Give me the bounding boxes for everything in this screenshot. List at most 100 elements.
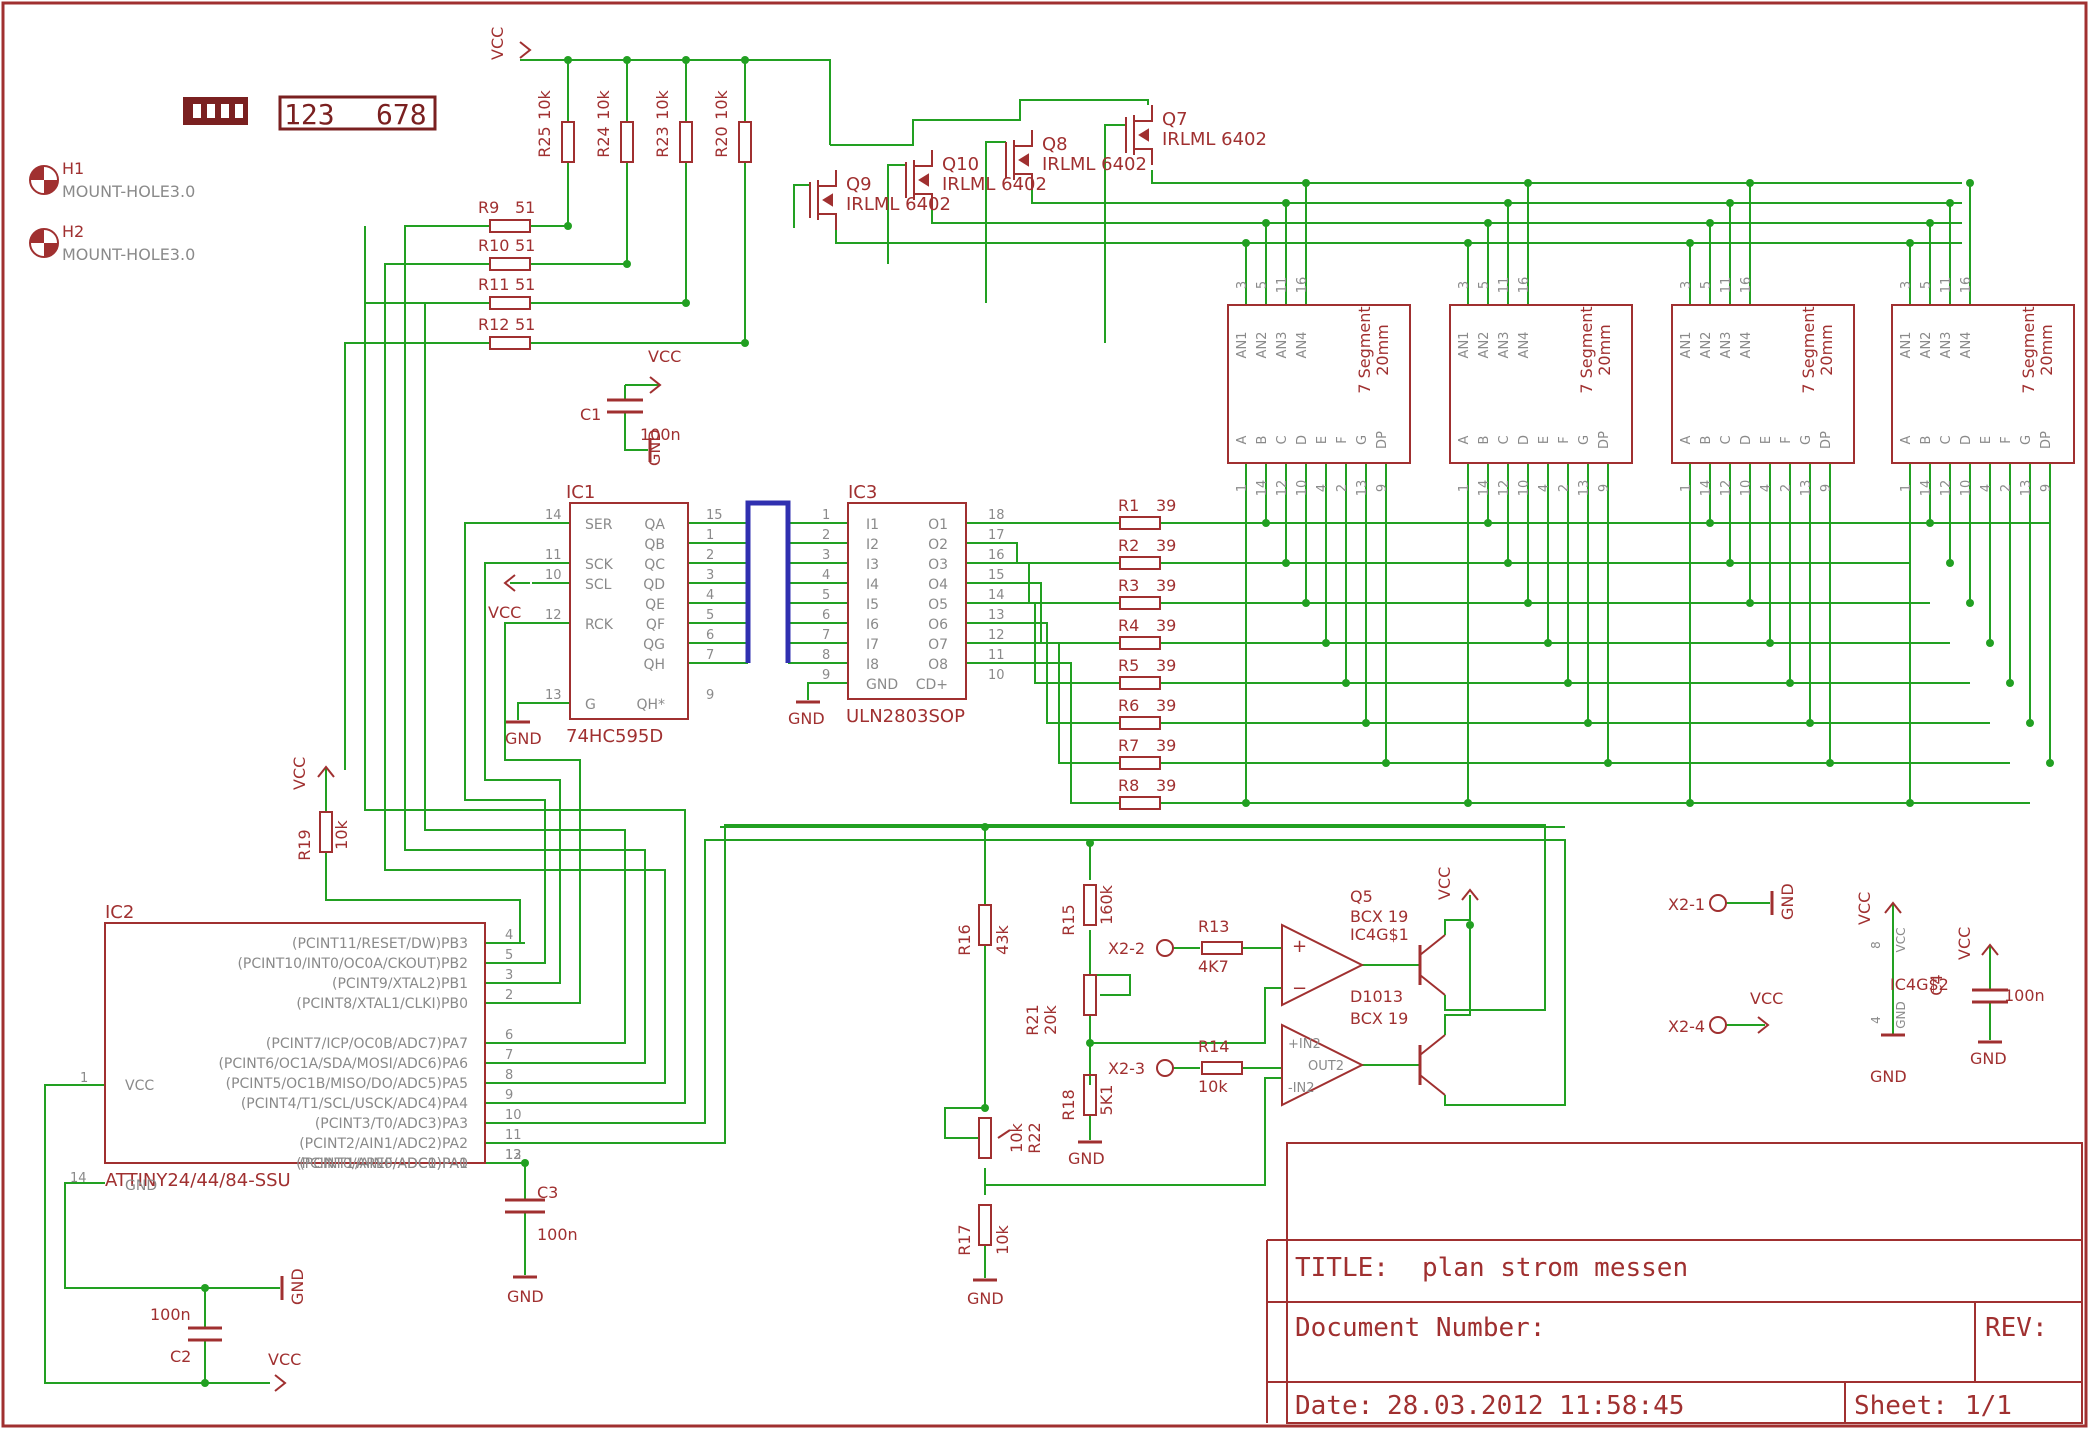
mosfet-value: IRLML 6402 (942, 174, 1047, 195)
junction-dot (981, 1104, 989, 1112)
ic2-pin-number: 5 (505, 948, 513, 963)
segment-pin-name: C (1275, 435, 1290, 444)
segment-pin-name: G (1799, 435, 1814, 445)
segment-resistor-name: R4 (1118, 616, 1139, 635)
ic4-pin-name: GND (1894, 1001, 1908, 1029)
r16-resistor (978, 904, 992, 946)
ic2-pin-number: 6 (505, 1028, 513, 1043)
logo-block (183, 95, 437, 131)
c3-value: 100n (537, 1225, 578, 1244)
r21-pot (1083, 974, 1097, 1016)
gnd-net-label: GND (645, 429, 664, 466)
r13-value: 4K7 (1198, 957, 1229, 976)
anode-bus (1151, 170, 1962, 184)
segment-pin-name: A (1235, 435, 1250, 444)
anode-pin-name: AN2 (1699, 332, 1714, 359)
segment-resistor (1119, 516, 1161, 530)
junction-dot (1806, 719, 1814, 727)
anode-pin-name: AN3 (1497, 332, 1512, 359)
segment-resistor-value: 39 (1156, 736, 1176, 755)
ic3-pin-name: GND (866, 677, 898, 693)
junction-dot (1464, 239, 1472, 247)
ic3-pin-number: 7 (822, 628, 830, 643)
connector-pad-icon (1156, 1059, 1174, 1077)
r22-to-opamp (984, 1077, 1282, 1186)
driver-to-resistor (966, 662, 1120, 804)
mosfet-drain (1014, 173, 1033, 190)
r17-value: 10k (993, 1224, 1012, 1254)
connector-pad-icon (1709, 1016, 1727, 1034)
mosfet-value: IRLML 6402 (1042, 154, 1147, 175)
anode-pin-number: 16 (1517, 277, 1532, 294)
segment-resistor (1119, 596, 1161, 610)
segment-resistor-name: R1 (1118, 496, 1139, 515)
ic2-pin-name: (PCINT0/AREF/ADC0)PA0 (296, 1156, 468, 1172)
driver-to-resistor (966, 542, 1120, 564)
ic1-pin-name: SCK (585, 557, 614, 573)
segment-pin-number: 12 (1275, 480, 1290, 497)
junction-dot (1604, 759, 1612, 767)
segment-pin-name: D (1959, 435, 1974, 445)
segment-pin-name: G (2019, 435, 2034, 445)
segment-pin-name: G (1577, 435, 1592, 445)
junction-dot (1746, 179, 1754, 187)
anode-bus (1031, 190, 1962, 204)
junction-dot (1466, 921, 1474, 929)
anode-pin-name: AN4 (1295, 332, 1310, 359)
vcc-net-label: VCC (268, 1350, 301, 1369)
vcc-net-label: VCC (1750, 989, 1783, 1008)
segment-resistor-value: 39 (1156, 616, 1176, 635)
segment-resistor-value: 39 (1156, 696, 1176, 715)
ic2-pin-number: 3 (505, 968, 513, 983)
segment-pin-number: 10 (1295, 480, 1310, 497)
ic1-pin-name: SER (585, 517, 613, 533)
transistor-leads (1419, 934, 1446, 996)
segment-resistor-value: 39 (1156, 536, 1176, 555)
anode-pin-number: 16 (1739, 277, 1754, 294)
anode-pin-number: 11 (1275, 277, 1290, 294)
ic2-pin-number: 1 (80, 1071, 88, 1086)
ic2-pin-name: (PCINT5/OC1B/MISO/DO/ADC5)PA5 (226, 1076, 468, 1092)
base-drive (364, 302, 490, 790)
segment-pin-number: 2 (1779, 484, 1794, 492)
pullup-resistor-value: 10k (653, 89, 672, 119)
gnd-net-label: GND (505, 729, 542, 748)
vcc-net-label: VCC (648, 347, 681, 366)
connector-label: X2-1 (1668, 895, 1705, 914)
minus-icon: − (1292, 978, 1307, 999)
mosfet-drain (914, 193, 933, 210)
ic2-value: ATTINY24/44/84-SSU (105, 1170, 291, 1191)
r21-name: R21 (1023, 1004, 1042, 1035)
mount-hole-value: MOUNT-HOLE3.0 (62, 182, 195, 201)
c1-name: C1 (580, 405, 601, 424)
junction-dot (1966, 599, 1974, 607)
mosfet-drain (818, 213, 837, 230)
logo-left-number: 123 (284, 98, 335, 131)
plus-icon: + (1292, 936, 1307, 957)
ic2-gnd-pin: GND (125, 1178, 157, 1194)
segment-pin-name: C (1939, 435, 1954, 444)
display-title: 7 Segment (1577, 306, 1596, 393)
junction-layer (201, 56, 2054, 1387)
reset-line (325, 852, 521, 943)
gate-q9 (793, 184, 810, 228)
ic2-pin-name: (PCINT6/OC1A/SDA/MOSI/ADC6)PA6 (218, 1056, 468, 1072)
junction-dot (741, 56, 749, 64)
gnd-net-label: GND (788, 709, 825, 728)
junction-dot (682, 299, 690, 307)
segment-resistor-name: R7 (1118, 736, 1139, 755)
connector-label: X2-4 (1668, 1017, 1705, 1036)
pot-wiper-icon (997, 1129, 1011, 1139)
ic1-pin-name: QD (643, 577, 665, 593)
r15-resistor (1083, 884, 1097, 926)
pullup-resistor-name: R20 (712, 126, 731, 157)
junction-dot (521, 1159, 529, 1167)
vcc-arrow-icon (649, 376, 662, 394)
segment-pin-number: 9 (1597, 484, 1612, 492)
gnd-net-label: GND (1778, 883, 1797, 920)
ic3-pin-name: I7 (866, 637, 879, 653)
ic1-pin-number: 10 (545, 568, 562, 583)
junction-dot (1342, 679, 1350, 687)
segment-pin-number: 12 (1719, 480, 1734, 497)
ic2-pin-name: (PCINT8/XTAL1/CLKI)PB0 (296, 996, 468, 1012)
